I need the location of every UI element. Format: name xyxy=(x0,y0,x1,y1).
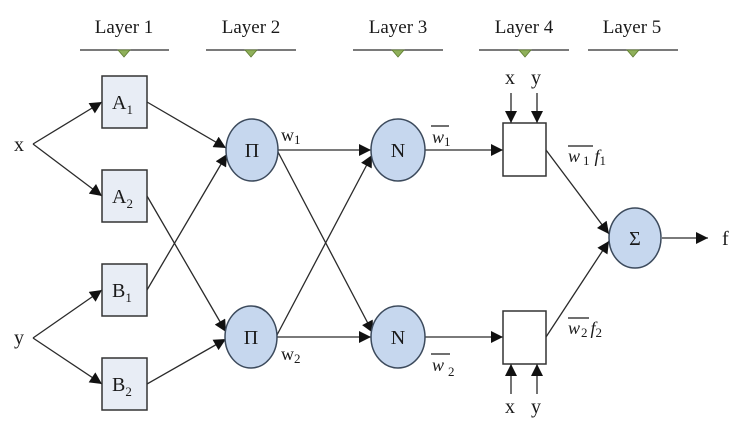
node-a2-box xyxy=(101,169,148,223)
edge-y-b1 xyxy=(32,289,103,339)
wbar1-text: w1 xyxy=(432,127,451,149)
layer-3-title: Layer 3 xyxy=(369,17,428,38)
node-l4a-input-y: y xyxy=(531,67,541,89)
node-pi1-circle xyxy=(225,118,279,182)
node-b2: B2 xyxy=(101,357,148,411)
node-pi1-symbol: Π xyxy=(245,140,259,162)
edge-b2-pi2 xyxy=(146,338,227,385)
node-l4a-box xyxy=(502,122,547,177)
edge-b1-pi1 xyxy=(146,153,228,291)
node-pi2-symbol: Π xyxy=(244,327,258,349)
node-a1-box xyxy=(101,75,148,129)
node-n1-symbol: N xyxy=(391,140,405,162)
node-n2: N xyxy=(370,305,426,369)
node-b1: B1 xyxy=(101,263,148,317)
layer-2-title: Layer 2 xyxy=(222,17,281,38)
node-pi2: Π xyxy=(224,305,278,369)
edge-x-a1 xyxy=(32,101,103,145)
node-b1-box xyxy=(101,263,148,317)
wbar1-label: w1 xyxy=(431,125,451,149)
input-x-label: x xyxy=(14,134,24,156)
node-a2-label: A2 xyxy=(112,186,133,211)
layer-header-2: Layer 2 xyxy=(206,17,296,58)
node-l4b-input-x: x xyxy=(505,396,515,418)
layer-1-marker-icon xyxy=(117,49,131,58)
node-a1: A1 xyxy=(101,75,148,129)
edge-pi2-n1 xyxy=(276,154,373,336)
layer-4-title: Layer 4 xyxy=(495,17,554,38)
node-pi1: Π xyxy=(225,118,279,182)
node-l4b-box xyxy=(502,310,547,365)
output-f-label: f xyxy=(722,228,729,250)
node-n1-circle xyxy=(370,118,426,182)
layer-1-title: Layer 1 xyxy=(95,17,154,38)
edge-y-b2 xyxy=(32,337,103,385)
layer-3-marker-icon xyxy=(391,49,405,58)
w1-label: w1 xyxy=(281,125,301,147)
layer-header-4: Layer 4 xyxy=(479,17,569,58)
edge-a2-pi2 xyxy=(146,195,227,333)
node-n2-circle xyxy=(370,305,426,369)
node-l4b: x y xyxy=(502,310,547,418)
node-b1-label: B1 xyxy=(112,280,132,305)
node-n2-symbol: N xyxy=(391,327,405,349)
layer-header-3: Layer 3 xyxy=(353,17,443,58)
node-b2-label: B2 xyxy=(112,374,132,399)
layer-4-marker-icon xyxy=(518,49,532,58)
w2-label: w2 xyxy=(281,344,301,366)
node-l4a-input-x: x xyxy=(505,67,515,89)
edge-l4a-sigma xyxy=(545,149,610,235)
layer-5-title: Layer 5 xyxy=(603,17,662,38)
edge-l4b-sigma xyxy=(545,240,610,338)
node-sigma-symbol: Σ xyxy=(629,228,641,250)
node-a2: A2 xyxy=(101,169,148,223)
layer-header-5: Layer 5 xyxy=(588,17,678,58)
node-l4b-input-y: y xyxy=(531,396,541,418)
node-sigma: Σ xyxy=(608,207,662,269)
layer-5-marker-icon xyxy=(626,49,640,58)
layer-header-1: Layer 1 xyxy=(80,17,169,58)
node-a1-label: A1 xyxy=(112,92,133,117)
layer-2-marker-icon xyxy=(244,49,258,58)
node-l4a: x y xyxy=(502,67,547,177)
node-pi2-circle xyxy=(224,305,278,369)
edge-a1-pi1 xyxy=(146,101,227,149)
node-b2-box xyxy=(101,357,148,411)
node-sigma-circle xyxy=(608,207,662,269)
edge-x-a2 xyxy=(32,143,103,197)
input-y-label: y xyxy=(14,327,24,349)
node-n1: N xyxy=(370,118,426,182)
